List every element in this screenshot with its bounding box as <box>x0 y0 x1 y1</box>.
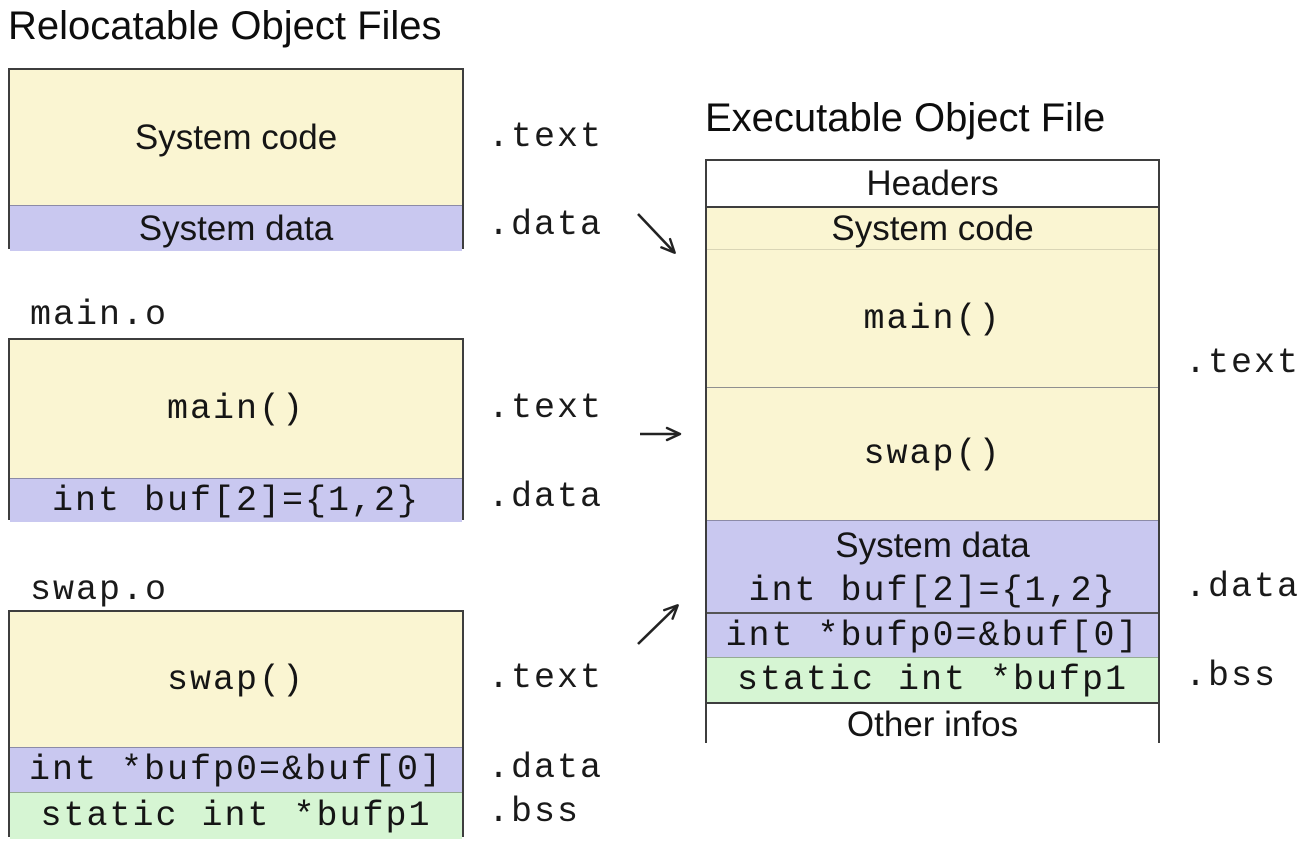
exe-main-row: main() <box>707 249 1158 387</box>
exe-bss-section-tag: .bss <box>1185 656 1278 696</box>
exe-data-section-tag: .data <box>1185 567 1301 607</box>
arrow-system-to-exe <box>637 213 676 254</box>
exe-headers-row: Headers <box>707 161 1158 206</box>
exe-buf-def-label: int buf[2]={1,2} <box>748 571 1117 611</box>
system-data-label: System data <box>138 208 334 248</box>
swap-o-text-section: swap() <box>10 612 462 747</box>
swap-o-data-section: int *bufp0=&buf[0] <box>10 747 462 792</box>
system-object-file-box: System code System data <box>8 68 464 251</box>
system-data-section-tag: .data <box>488 205 604 245</box>
swap-o-box: swap() int *bufp0=&buf[0] static int *bu… <box>8 610 464 839</box>
arrow-swap-to-exe <box>637 604 679 645</box>
exe-bufp0-def-label: int *bufp0=&buf[0] <box>725 615 1140 656</box>
exe-text-section-tag: .text <box>1185 343 1301 383</box>
exe-swap-function-label: swap() <box>863 434 1002 474</box>
left-panel-title: Relocatable Object Files <box>8 4 442 48</box>
bufp0-def-label: int *bufp0=&buf[0] <box>28 750 444 790</box>
swap-function-label: swap() <box>166 659 306 700</box>
exe-other-infos-row: Other infos <box>707 702 1158 745</box>
main-o-filename: main.o <box>30 295 169 335</box>
right-panel-title: Executable Object File <box>705 96 1106 140</box>
exe-system-data-label: System data <box>835 525 1030 565</box>
exe-system-code-label: System code <box>831 208 1034 248</box>
swap-o-text-section-tag: .text <box>488 658 604 698</box>
exe-buf-row: int buf[2]={1,2} <box>707 570 1158 612</box>
exe-swap-row: swap() <box>707 387 1158 520</box>
other-infos-label: Other infos <box>846 704 1019 744</box>
exe-bufp0-row: int *bufp0=&buf[0] <box>707 612 1158 657</box>
main-o-box: main() int buf[2]={1,2} <box>8 338 464 522</box>
main-o-text-section: main() <box>10 340 462 478</box>
bufp1-def-label: static int *bufp1 <box>40 796 432 836</box>
swap-o-data-section-tag: .data <box>488 748 604 788</box>
exe-bufp1-row: static int *bufp1 <box>707 657 1158 702</box>
main-o-text-section-tag: .text <box>488 388 604 428</box>
system-text-section-tag: .text <box>488 117 604 157</box>
system-code-label: System code <box>134 117 338 157</box>
system-text-section: System code <box>10 70 462 205</box>
exe-main-function-label: main() <box>863 298 1002 339</box>
main-o-data-section-tag: .data <box>488 477 604 517</box>
exe-system-code-row: System code <box>707 206 1158 249</box>
exe-bufp1-def-label: static int *bufp1 <box>736 660 1129 700</box>
main-function-label: main() <box>166 389 306 429</box>
headers-label: Headers <box>866 163 999 203</box>
swap-o-bss-section-tag: .bss <box>488 792 581 832</box>
system-data-section: System data <box>10 205 462 251</box>
swap-o-filename: swap.o <box>30 570 169 610</box>
main-o-data-section: int buf[2]={1,2} <box>10 478 462 522</box>
buf-def-label: int buf[2]={1,2} <box>51 480 421 521</box>
exe-system-data-row: System data <box>707 520 1158 570</box>
executable-object-file-box: Headers System code main() swap() System… <box>705 159 1160 745</box>
swap-o-bss-section: static int *bufp1 <box>10 792 462 839</box>
